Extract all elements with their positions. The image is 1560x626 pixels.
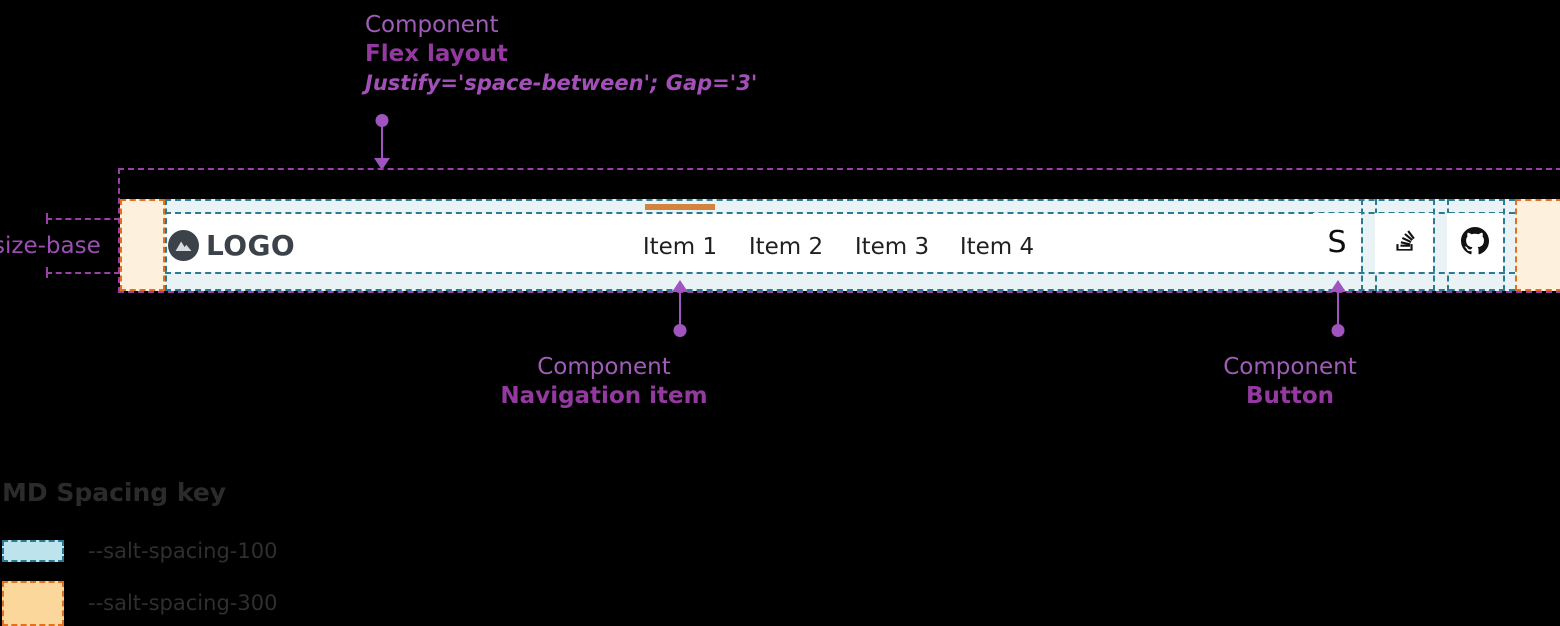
button-leader-dot [1331,324,1345,337]
spacing-100-top-band [165,199,1515,213]
nav-item-3[interactable]: Item 3 [854,234,930,260]
salt-s-icon: S [1327,225,1347,260]
nav-active-indicator [645,204,715,210]
size-base-top-cap [46,213,48,224]
mountain-logo-icon [168,230,199,261]
stack-overflow-icon [1391,227,1418,258]
spacing-100-bottom-band [165,272,1515,291]
flex-layout-annotation: Component Flex layout Justify='space-bet… [365,11,757,97]
legend-swatch-spacing-100 [2,540,64,562]
nav-item-leader-arrow-icon [672,280,688,292]
nav-item-2[interactable]: Item 2 [748,234,824,260]
spacing-300-left-outline [120,199,165,291]
navbar-content-outline [165,199,1515,291]
legend-swatch-spacing-300 [2,581,64,626]
spacing-100-gap-2 [1433,199,1447,291]
size-base-top-line [46,218,120,220]
github-button[interactable] [1447,213,1503,272]
stack-overflow-button[interactable] [1375,213,1433,272]
flex-annotation-kind: Component [365,12,499,38]
nav-item-1[interactable]: Item 1 [642,234,718,260]
github-icon [1461,226,1489,259]
spacing-100-gap-1 [1361,199,1375,291]
size-base-bottom-line [46,272,120,274]
spacing-300-right-outline [1515,199,1560,291]
button-leader-line [1337,290,1339,326]
flex-annotation-props: Justify='space-between'; Gap='3' [365,70,758,95]
gap-guide-1a [1361,199,1363,291]
flex-leader-line [381,120,383,162]
gap-guide-2a [1433,199,1435,291]
nav-item-leader-dot [673,324,687,337]
flex-leader-arrow-icon [374,158,390,170]
legend-label-spacing-100: --salt-spacing-100 [88,539,278,563]
button-annotation-kind: Component [1223,354,1357,380]
spacing-guide-bottom [165,272,1515,274]
spacing-100-gap-3 [1503,199,1515,291]
button-leader-arrow-icon [1330,280,1346,292]
nav-item-annotation: Component Navigation item [500,353,707,412]
spacing-guide-top [165,212,1515,214]
nav-item-annotation-kind: Component [537,354,671,380]
gap-guide-3a [1503,199,1505,291]
logo[interactable]: LOGO [168,229,295,262]
nav-item-leader-line [679,290,681,326]
nav-item-4[interactable]: Item 4 [959,234,1035,260]
logo-text: LOGO [206,229,296,262]
button-annotation: Component Button [1223,353,1357,412]
spacing-300-left-pad [120,199,165,291]
salt-button[interactable]: S [1313,213,1361,272]
size-base-bottom-cap [46,267,48,278]
size-base-label: size-base [0,233,101,259]
button-annotation-name: Button [1245,383,1335,410]
legend-label-spacing-300: --salt-spacing-300 [88,591,278,615]
spacing-300-right-pad [1515,199,1560,291]
flex-annotation-name: Flex layout [365,41,508,68]
legend-title: MD Spacing key [2,478,227,507]
nav-item-annotation-name: Navigation item [500,383,708,410]
flex-layout-container [118,168,1560,293]
